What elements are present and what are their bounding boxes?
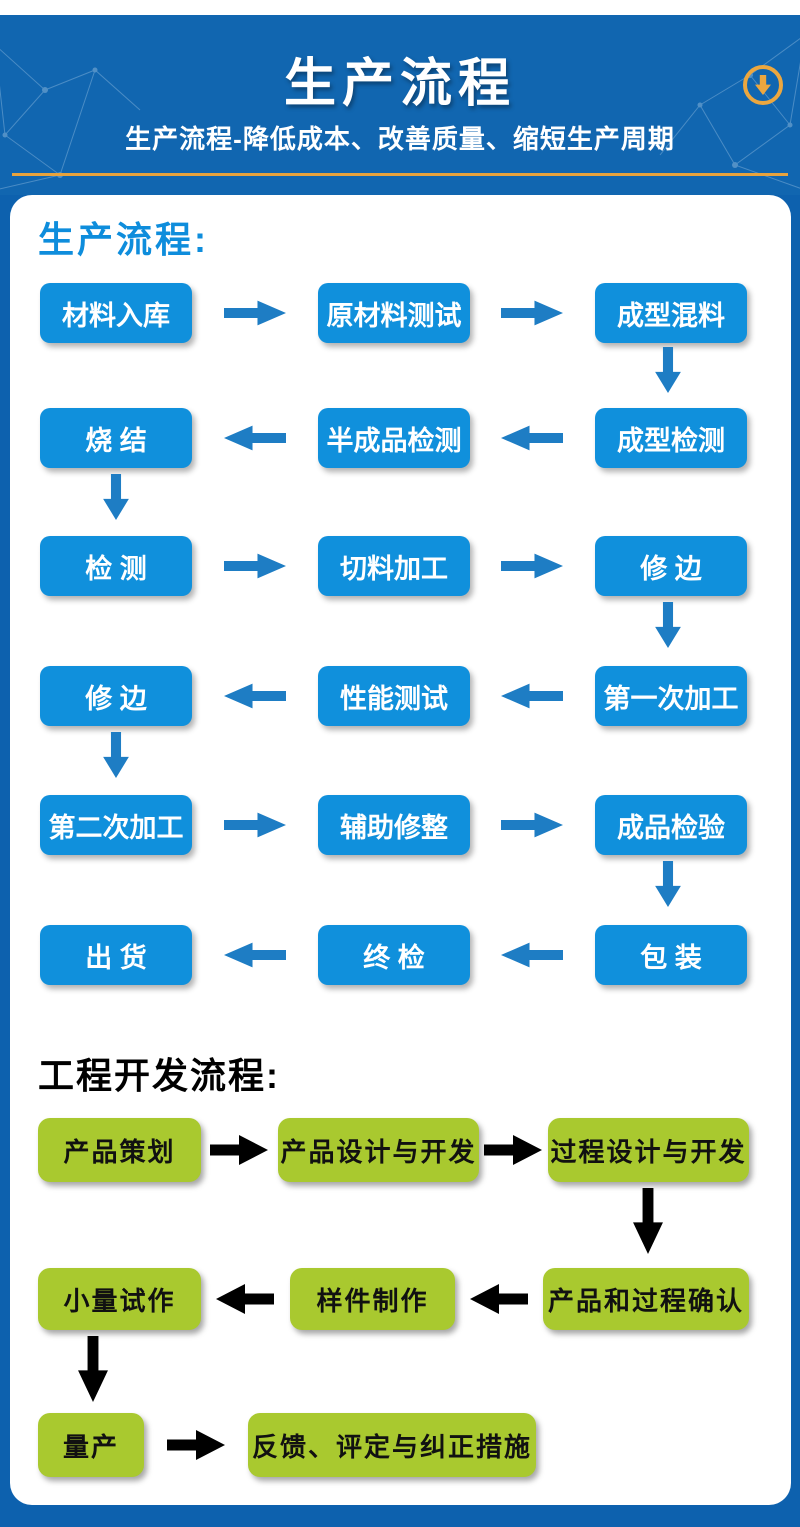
arrow-left-icon bbox=[224, 683, 286, 709]
arrow-left-icon bbox=[224, 942, 286, 968]
engineering-section-heading: 工程开发流程: bbox=[38, 1055, 280, 1096]
arrow-right-icon bbox=[210, 1135, 268, 1165]
eng-step-r1c2: 产品设计与开发 bbox=[278, 1118, 479, 1182]
page-header: 生产流程 生产流程-降低成本、改善质量、缩短生产周期 bbox=[0, 15, 800, 195]
arrow-right-icon bbox=[484, 1135, 542, 1165]
eng-step-r1c1: 产品策划 bbox=[38, 1118, 201, 1182]
page-title: 生产流程 bbox=[283, 55, 516, 113]
prod-step-r4c1: 修 边 bbox=[40, 666, 192, 726]
prod-step-r3c3: 修 边 bbox=[595, 536, 747, 596]
constellation-decor-right bbox=[659, 38, 800, 189]
prod-step-r6c2: 终 检 bbox=[318, 925, 470, 985]
arrow-down-icon bbox=[655, 347, 681, 393]
arrow-down-icon bbox=[103, 732, 129, 778]
prod-step-r2c2: 半成品检测 bbox=[318, 408, 470, 468]
down-arrow-glyph bbox=[755, 75, 771, 95]
arrow-right-icon bbox=[501, 553, 563, 579]
arrow-right-icon bbox=[224, 300, 286, 326]
production-section-heading: 生产流程: bbox=[38, 219, 209, 260]
eng-step-r3c2: 反馈、评定与纠正措施 bbox=[248, 1413, 536, 1477]
arrow-left-icon bbox=[501, 942, 563, 968]
page-subtitle: 生产流程-降低成本、改善质量、缩短生产周期 bbox=[125, 124, 675, 154]
arrow-right-icon bbox=[224, 553, 286, 579]
eng-step-r1c3: 过程设计与开发 bbox=[548, 1118, 749, 1182]
gold-divider bbox=[12, 173, 788, 176]
content-card: 生产流程: 材料入库 原材料测试 成型混料 烧 结 半成品检测 成型检测 检 测… bbox=[10, 195, 791, 1505]
prod-step-r1c2: 原材料测试 bbox=[318, 283, 470, 343]
eng-step-r3c1: 量产 bbox=[38, 1413, 144, 1477]
prod-step-r5c1: 第二次加工 bbox=[40, 795, 192, 855]
arrow-down-icon bbox=[633, 1188, 663, 1254]
arrow-right-icon bbox=[501, 300, 563, 326]
prod-step-r5c3: 成品检验 bbox=[595, 795, 747, 855]
arrow-left-icon bbox=[216, 1284, 274, 1314]
eng-step-r2c1: 小量试作 bbox=[38, 1268, 201, 1330]
top-white-strip bbox=[0, 0, 800, 15]
arrow-down-icon bbox=[655, 602, 681, 648]
prod-step-r2c1: 烧 结 bbox=[40, 408, 192, 468]
arrow-right-icon bbox=[501, 812, 563, 838]
eng-step-r2c2: 样件制作 bbox=[290, 1268, 455, 1330]
arrow-down-icon bbox=[103, 474, 129, 520]
arrow-right-icon bbox=[167, 1430, 225, 1460]
prod-step-r5c2: 辅助修整 bbox=[318, 795, 470, 855]
prod-step-r3c2: 切料加工 bbox=[318, 536, 470, 596]
prod-step-r3c1: 检 测 bbox=[40, 536, 192, 596]
arrow-left-icon bbox=[224, 425, 286, 451]
eng-step-r2c3: 产品和过程确认 bbox=[543, 1268, 749, 1330]
arrow-down-icon bbox=[655, 861, 681, 907]
prod-step-r6c3: 包 装 bbox=[595, 925, 747, 985]
prod-step-r4c2: 性能测试 bbox=[318, 666, 470, 726]
arrow-left-icon bbox=[501, 425, 563, 451]
prod-step-r4c3: 第一次加工 bbox=[595, 666, 747, 726]
arrow-left-icon bbox=[470, 1284, 528, 1314]
circle-down-arrow-icon[interactable] bbox=[743, 65, 783, 105]
prod-step-r1c3: 成型混料 bbox=[595, 283, 747, 343]
arrow-right-icon bbox=[224, 812, 286, 838]
arrow-down-icon bbox=[78, 1336, 108, 1402]
arrow-left-icon bbox=[501, 683, 563, 709]
prod-step-r2c3: 成型检测 bbox=[595, 408, 747, 468]
prod-step-r1c1: 材料入库 bbox=[40, 283, 192, 343]
prod-step-r6c1: 出 货 bbox=[40, 925, 192, 985]
